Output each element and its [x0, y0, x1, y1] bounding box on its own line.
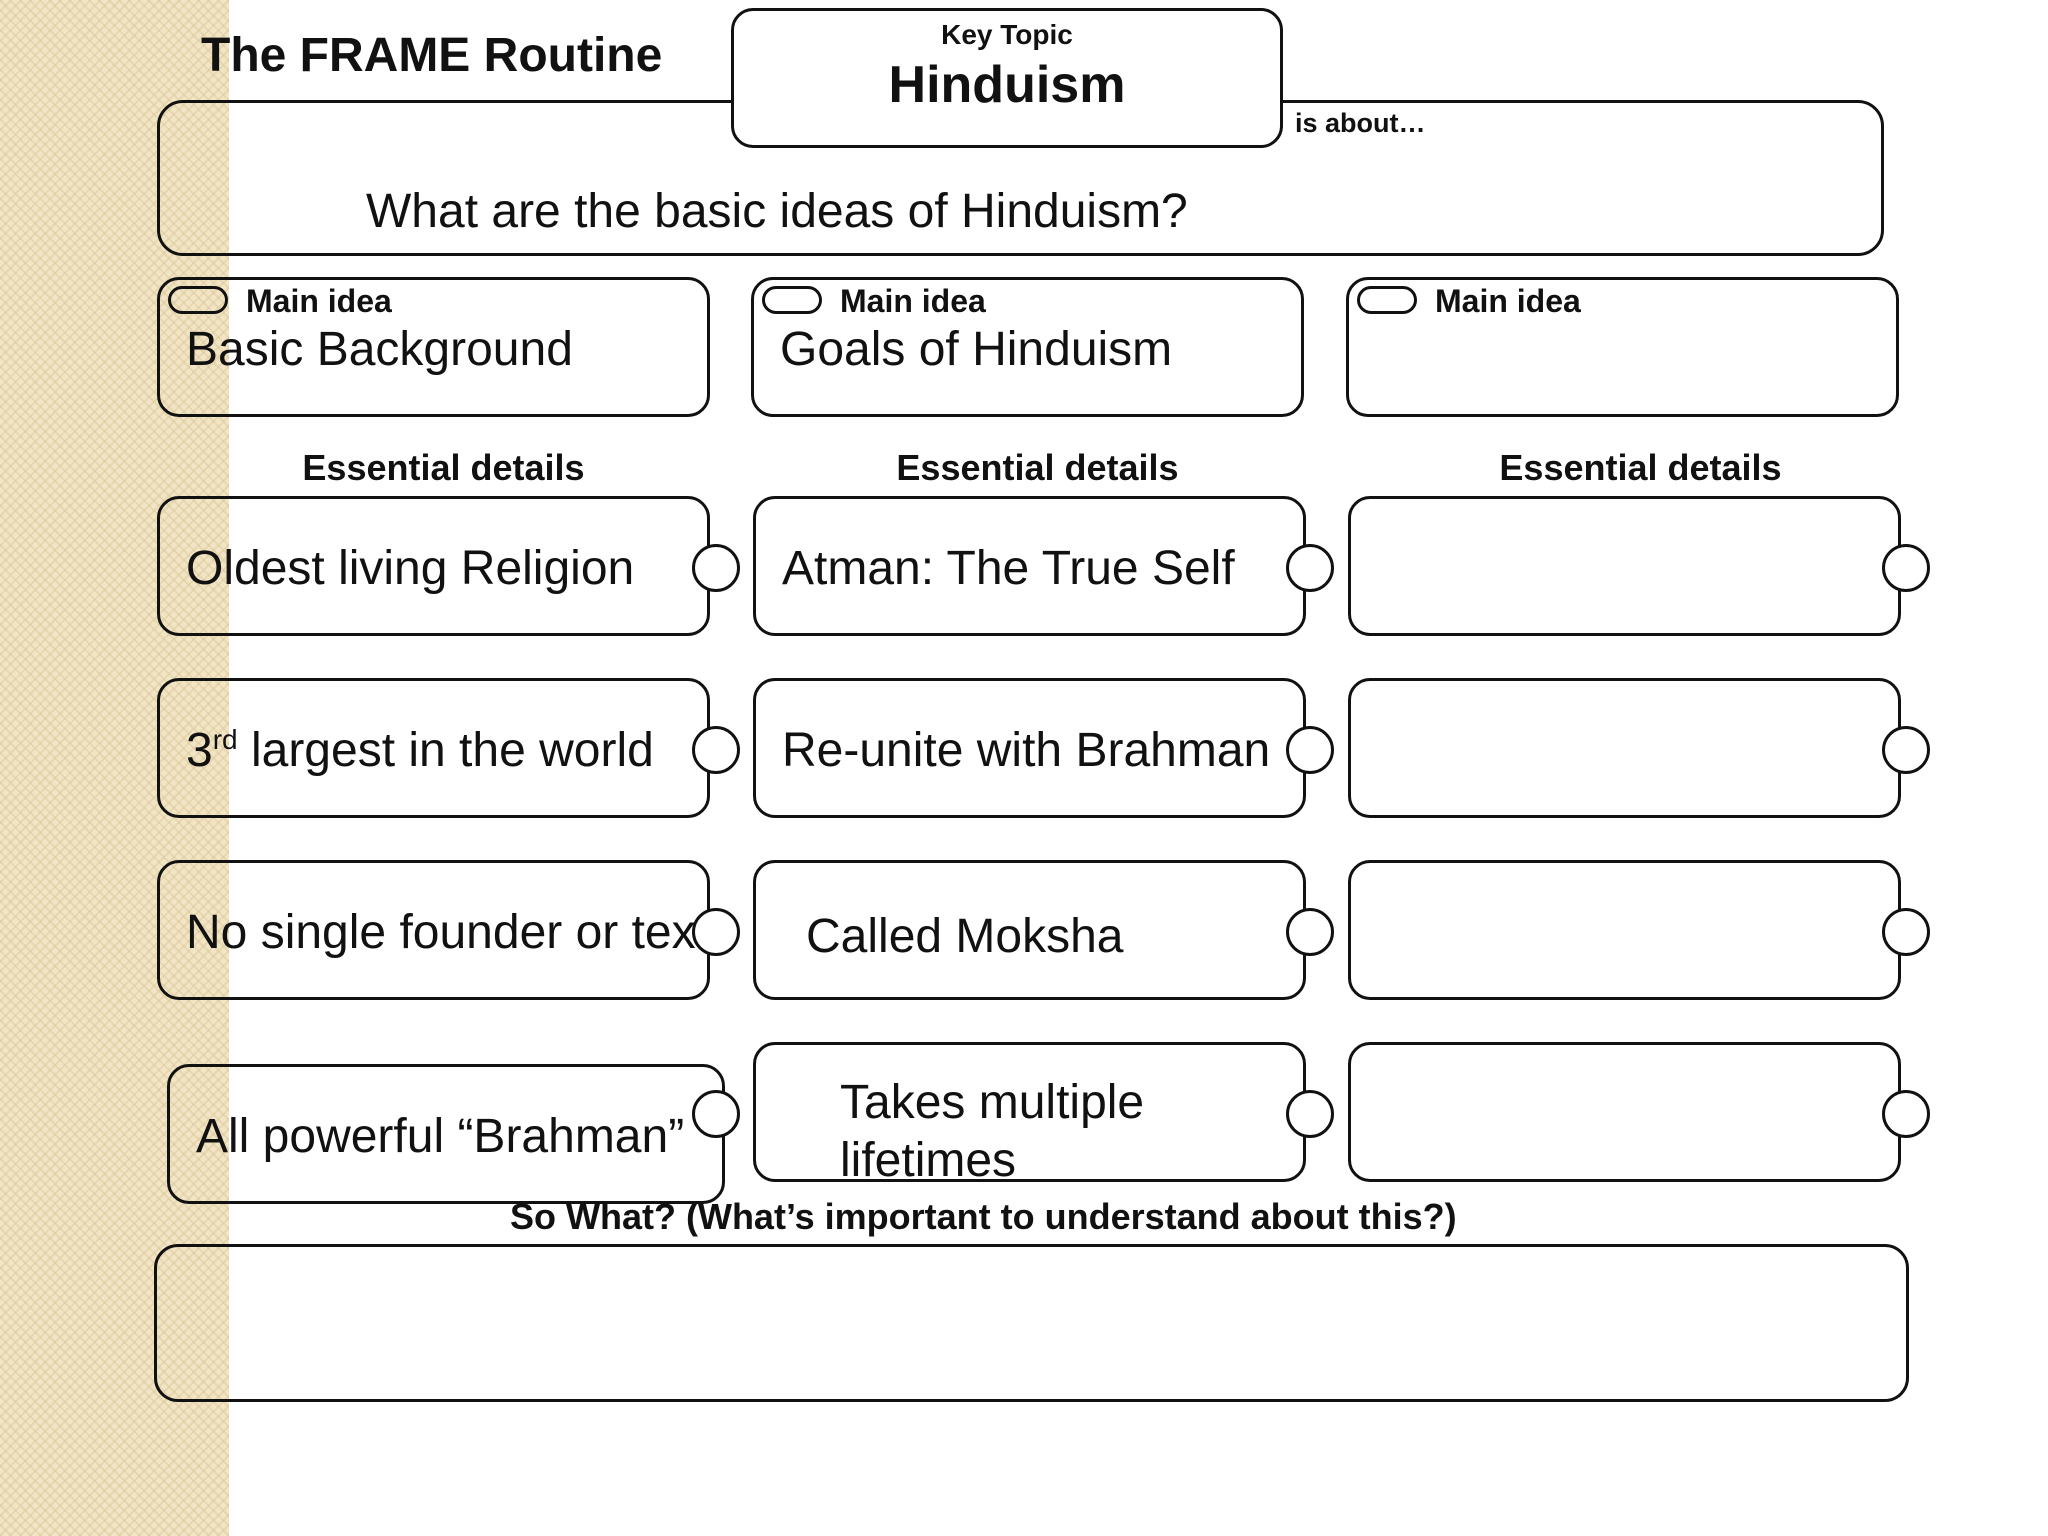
detail-box[interactable]: 3rd largest in the world — [157, 678, 710, 818]
connector-knob-icon — [1882, 908, 1930, 956]
about-question[interactable]: What are the basic ideas of Hinduism? — [366, 185, 1188, 238]
detail-box[interactable]: Oldest living Religion — [157, 496, 710, 636]
connector-knob-icon — [1286, 726, 1334, 774]
detail-box[interactable]: Re-unite with Brahman — [753, 678, 1306, 818]
detail-box[interactable]: No single founder or text — [157, 860, 710, 1000]
connector-knob-icon — [1286, 1090, 1334, 1138]
connector-knob-icon — [1286, 908, 1334, 956]
connector-knob-icon — [692, 544, 740, 592]
detail-text[interactable]: 3rd largest in the world — [186, 723, 654, 778]
key-topic-value[interactable]: Hinduism — [888, 56, 1126, 114]
essential-details-heading-2: Essential details — [896, 447, 1179, 488]
detail-text[interactable]: Takes multiple — [840, 1076, 1145, 1129]
essential-details-heading-3: Essential details — [1499, 447, 1782, 488]
main-idea-label: Main idea — [840, 283, 986, 319]
detail-box[interactable]: Takes multiple lifetimes — [753, 1042, 1306, 1187]
detail-box[interactable] — [1348, 496, 1901, 636]
detail-text[interactable]: All powerful “Brahman” — [196, 1110, 685, 1163]
detail-text[interactable]: Oldest living Religion — [186, 542, 635, 595]
connector-knob-icon — [1882, 726, 1930, 774]
key-topic-label: Key Topic — [941, 19, 1073, 50]
detail-box[interactable]: All powerful “Brahman” — [167, 1064, 725, 1204]
connector-knob-icon — [692, 1090, 740, 1138]
is-about-label: is about… — [1295, 108, 1426, 138]
so-what-label: So What? (What’s important to understand… — [510, 1196, 1457, 1237]
detail-text[interactable]: Called Moksha — [806, 910, 1124, 963]
main-idea-value[interactable]: Basic Background — [186, 323, 573, 376]
detail-text[interactable]: No single founder or text — [186, 906, 709, 959]
main-idea-pill-icon — [762, 286, 822, 314]
connector-knob-icon — [1882, 1090, 1930, 1138]
connector-knob-icon — [1286, 544, 1334, 592]
essential-details-heading-1: Essential details — [302, 447, 585, 488]
detail-box[interactable] — [1348, 1042, 1901, 1182]
main-idea-box-3[interactable]: Main idea — [1346, 277, 1899, 417]
detail-text[interactable]: Atman: The True Self — [782, 542, 1235, 595]
connector-knob-icon — [1882, 544, 1930, 592]
detail-box[interactable] — [1348, 678, 1901, 818]
detail-text[interactable]: lifetimes — [840, 1134, 1017, 1187]
connector-knob-icon — [692, 726, 740, 774]
so-what-box[interactable] — [154, 1244, 1909, 1402]
detail-box[interactable]: Atman: The True Self — [753, 496, 1306, 636]
key-topic-box: Key Topic Hinduism — [731, 8, 1283, 148]
detail-text-number: 3 — [186, 724, 213, 777]
main-idea-box-1[interactable]: Main idea Basic Background — [157, 277, 710, 417]
detail-text-rest: largest in the world — [250, 724, 654, 777]
page-title: The FRAME Routine — [201, 29, 663, 82]
detail-text[interactable]: Re-unite with Brahman — [782, 724, 1271, 777]
main-idea-box-2[interactable]: Main idea Goals of Hinduism — [751, 277, 1304, 417]
decorative-side-stripe — [0, 0, 229, 1536]
detail-box[interactable]: Called Moksha — [753, 860, 1306, 1000]
main-idea-value[interactable]: Goals of Hinduism — [780, 323, 1173, 376]
main-idea-pill-icon — [168, 286, 228, 314]
main-idea-pill-icon — [1357, 286, 1417, 314]
detail-text-superscript: rd — [212, 724, 238, 755]
main-idea-label: Main idea — [1435, 283, 1581, 319]
connector-knob-icon — [692, 908, 740, 956]
detail-box[interactable] — [1348, 860, 1901, 1000]
main-idea-label: Main idea — [246, 283, 392, 319]
